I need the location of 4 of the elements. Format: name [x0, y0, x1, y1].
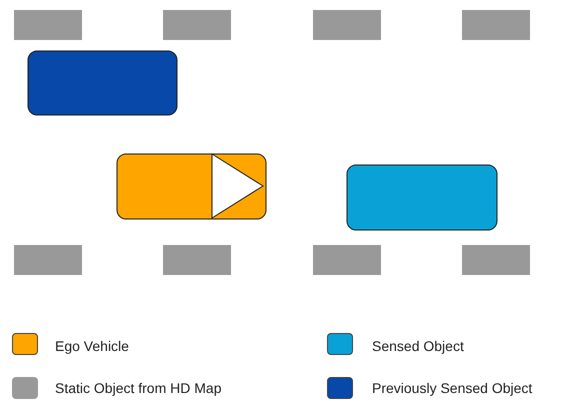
- legend-label: Previously Sensed Object: [372, 380, 532, 396]
- legend-label: Static Object from HD Map: [55, 380, 222, 396]
- legend-label: Ego Vehicle: [55, 338, 129, 354]
- legend-label: Sensed Object: [372, 338, 464, 354]
